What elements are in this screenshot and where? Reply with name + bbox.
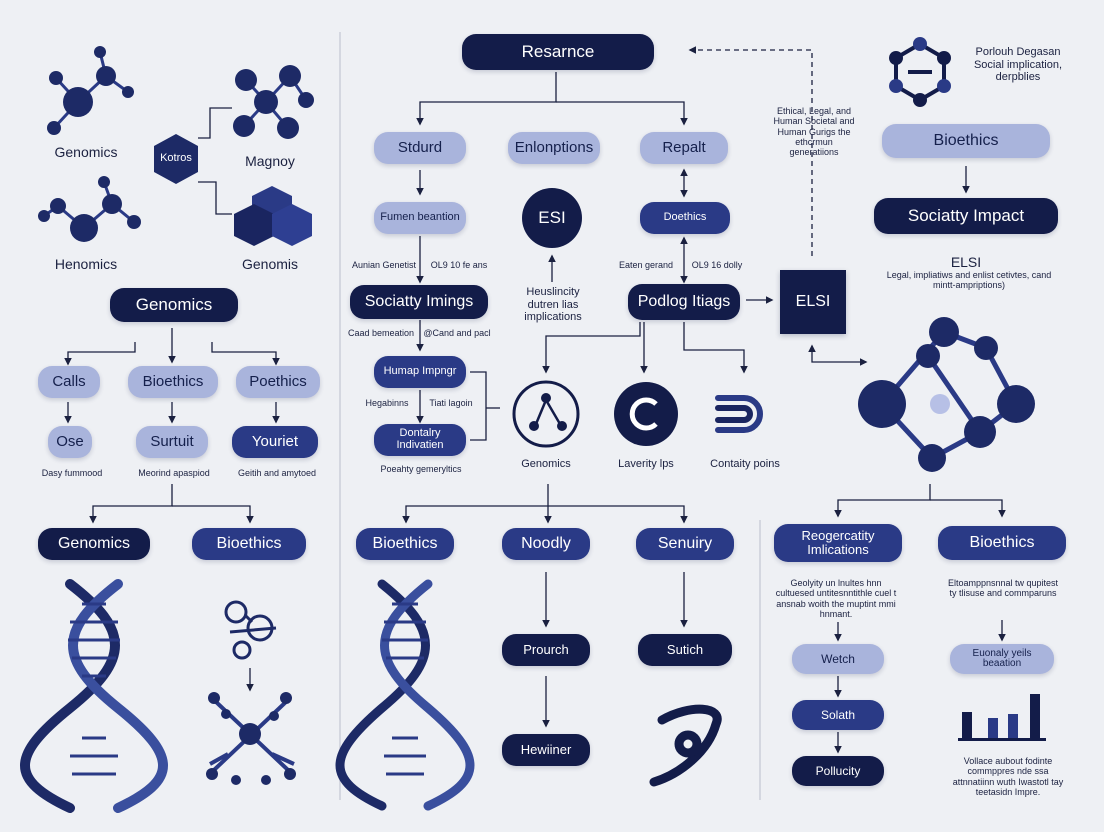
sutich-node[interactable]: Sutich [638, 634, 732, 666]
network-icon [512, 380, 580, 448]
bioethics-node[interactable]: Bioethics [128, 366, 218, 398]
surtuit-node[interactable]: Surtuit [136, 426, 208, 458]
note-label: Geitih and amytoed [237, 468, 317, 478]
poethics-node[interactable]: Poethics [236, 366, 320, 398]
bioethics-right-bottom-node[interactable]: Bioethics [938, 526, 1066, 560]
reog-implications-node[interactable]: Reogercatity Imlications [774, 524, 902, 562]
corner-description: Porlouh Degasan Social implication, derp… [973, 46, 1063, 84]
wetch-node[interactable]: Wetch [792, 644, 884, 674]
triad-icon [889, 37, 951, 107]
societal-impact-node[interactable]: Sociatty Impact [874, 198, 1058, 234]
note-label: Dasy fummood [41, 468, 103, 478]
euonaly-node[interactable]: Euonaly yeils beaation [950, 644, 1054, 674]
molecule-icon [52, 51, 129, 130]
note-label: Eaten gerand [618, 260, 674, 270]
molecule-label: Genomis [241, 256, 299, 272]
elsi-box[interactable]: ELSI [780, 270, 846, 334]
note-label: Aunian Genetist [351, 260, 417, 270]
note-label: Caad bemeation [347, 328, 415, 338]
elsi-desc: Legal, impliatiws and enlist cetivtes, c… [886, 270, 1052, 291]
elsi-title: ELSI [950, 254, 982, 270]
calls-node[interactable]: Calls [38, 366, 100, 398]
icon-label: Genomics [521, 458, 571, 470]
molecule-label: Magnoy [245, 153, 295, 169]
bioethics-right-node[interactable]: Bioethics [882, 124, 1050, 158]
icon-label: Contaity poins [710, 458, 780, 470]
molecule-label: Genomics [54, 144, 118, 160]
layers-icon [715, 395, 763, 433]
note-label: OL9 10 fe ans [430, 260, 488, 270]
note-label: @Cand and pacl [423, 328, 491, 338]
esi-badge: ESI [538, 208, 566, 227]
doethics-node[interactable]: Doethics [640, 202, 730, 234]
solath-node[interactable]: Solath [792, 700, 884, 730]
human-benefit-node[interactable]: Fumen beantion [374, 202, 466, 234]
stdurd-node[interactable]: Stdurd [374, 132, 466, 164]
bioethics-bottom-node[interactable]: Bioethics [192, 528, 306, 560]
reog-note: Geolyity un lnultes hnn cultuesed untite… [775, 578, 897, 620]
youriet-node[interactable]: Youriet [232, 426, 318, 458]
hexagon-icon [154, 134, 198, 184]
note-label: OL9 16 dolly [691, 260, 743, 270]
bioethics-mid-node[interactable]: Bioethics [356, 528, 454, 560]
pollucity-node[interactable]: Pollucity [792, 756, 884, 786]
cube-cluster-icon [234, 186, 312, 246]
note-label: Meorind apaspiod [138, 468, 210, 478]
research-root-node[interactable]: Resarnce [462, 34, 654, 70]
bioethics-note: Eltoamppnsnnal tw qupitest ty tlisuse an… [947, 578, 1059, 599]
societal-imings-node[interactable]: Sociatty Imings [350, 285, 488, 319]
repalt-node[interactable]: Repalt [640, 132, 728, 164]
noodly-node[interactable]: Noodly [502, 528, 590, 560]
ose-node[interactable]: Ose [48, 426, 92, 458]
implications-note: Heuslincity dutren lias implications [524, 286, 582, 324]
elsi-description: Ethical, Legal, and Human Societal and H… [773, 106, 855, 158]
note-label: Poeahty gemeryltics [380, 464, 462, 474]
icon-label: Laverity lps [618, 458, 674, 470]
senuiry-node[interactable]: Senuiry [636, 528, 734, 560]
swirl-icon [649, 704, 722, 787]
dontalry-node[interactable]: Dontalry Indivatien [374, 424, 466, 456]
genomics-node[interactable]: Genomics [110, 288, 238, 322]
podlog-node[interactable]: Podlog Itiags [628, 284, 740, 320]
network-icon [224, 600, 277, 660]
note-label: Tiati lagoin [429, 398, 473, 408]
genomics-bottom-node[interactable]: Genomics [38, 528, 150, 560]
note-label: Hegabinns [365, 398, 409, 408]
bar-chart-icon [958, 694, 1046, 741]
human-impngr-node[interactable]: Humap Impngr [374, 356, 466, 388]
molecule-label: Henomics [54, 256, 118, 272]
hexagon-label: Kotros [160, 152, 192, 164]
hewiiner-node[interactable]: Hewiiner [502, 734, 590, 766]
enlonptions-node[interactable]: Enlonptions [508, 132, 600, 164]
prourch-node[interactable]: Prourch [502, 634, 590, 666]
footer-note: Vollace aubout fodinte commppres nde ssa… [952, 756, 1064, 798]
pie-icon [614, 382, 678, 446]
